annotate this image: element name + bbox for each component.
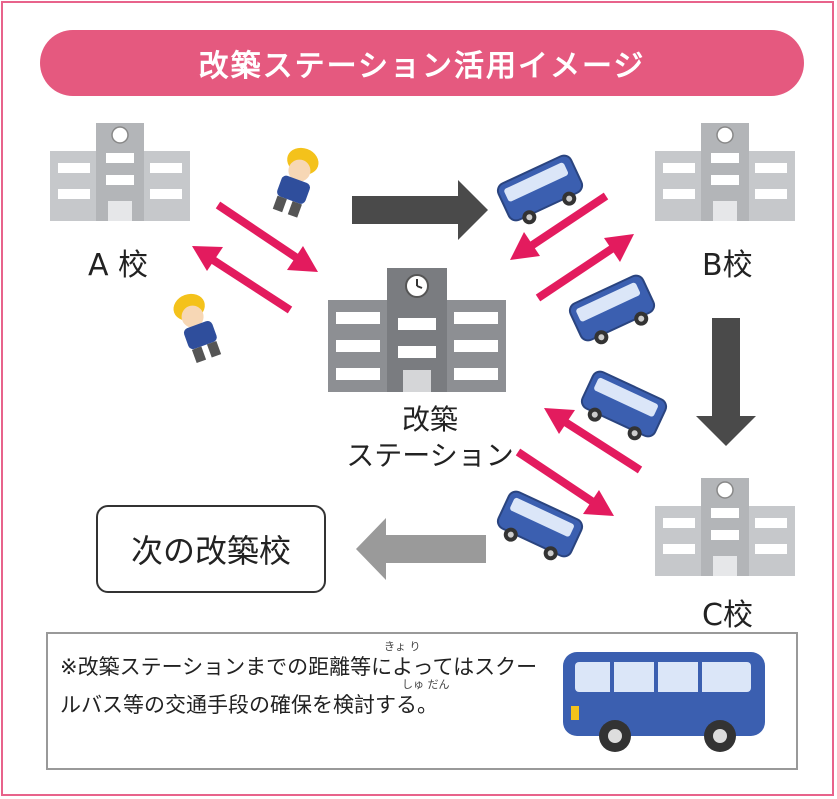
arrow-c-to-station xyxy=(544,408,643,474)
arrow-a-to-station xyxy=(215,201,318,272)
next-school-label: 次の改築校 xyxy=(130,532,291,570)
student-walking-icon xyxy=(268,143,323,219)
arrow-station-to-b xyxy=(535,234,634,302)
arrow-c-to-next xyxy=(356,518,486,580)
school-a-label: A 校 xyxy=(88,248,149,283)
title-banner: 改築ステーション活用イメージ xyxy=(40,30,804,96)
arrow-station-to-a xyxy=(192,246,293,314)
station-label: 改築 ステーション xyxy=(330,402,530,474)
note-box xyxy=(46,632,798,770)
school-c-building xyxy=(654,477,796,577)
large-bus-icon xyxy=(563,652,765,752)
arrow-a-to-b xyxy=(352,180,488,240)
station-label-line1: 改築 xyxy=(401,403,458,436)
ruby-shudan: しゅ だん xyxy=(402,678,450,691)
school-a-building xyxy=(49,122,191,222)
bus-icon xyxy=(566,271,662,353)
school-b-label: B校 xyxy=(702,248,753,283)
student-walking-icon xyxy=(169,289,224,365)
bus-icon xyxy=(490,487,586,569)
banner-title: 改築ステーション活用イメージ xyxy=(198,49,646,84)
note-text: ※改築ステーションまでの距離等によってはスクールバス等の交通手段の確保を検討する… xyxy=(60,655,538,717)
school-b-building xyxy=(654,122,796,222)
school-c-label: C校 xyxy=(702,598,753,633)
station-building xyxy=(328,268,506,392)
next-school-box: 次の改築校 xyxy=(96,505,326,593)
arrow-b-to-c xyxy=(696,318,756,446)
ruby-kyori: きょ り xyxy=(384,640,421,653)
arrow-b-to-station xyxy=(510,192,609,260)
station-label-line2: ステーション xyxy=(346,439,514,472)
arrow-station-to-c xyxy=(515,448,614,516)
